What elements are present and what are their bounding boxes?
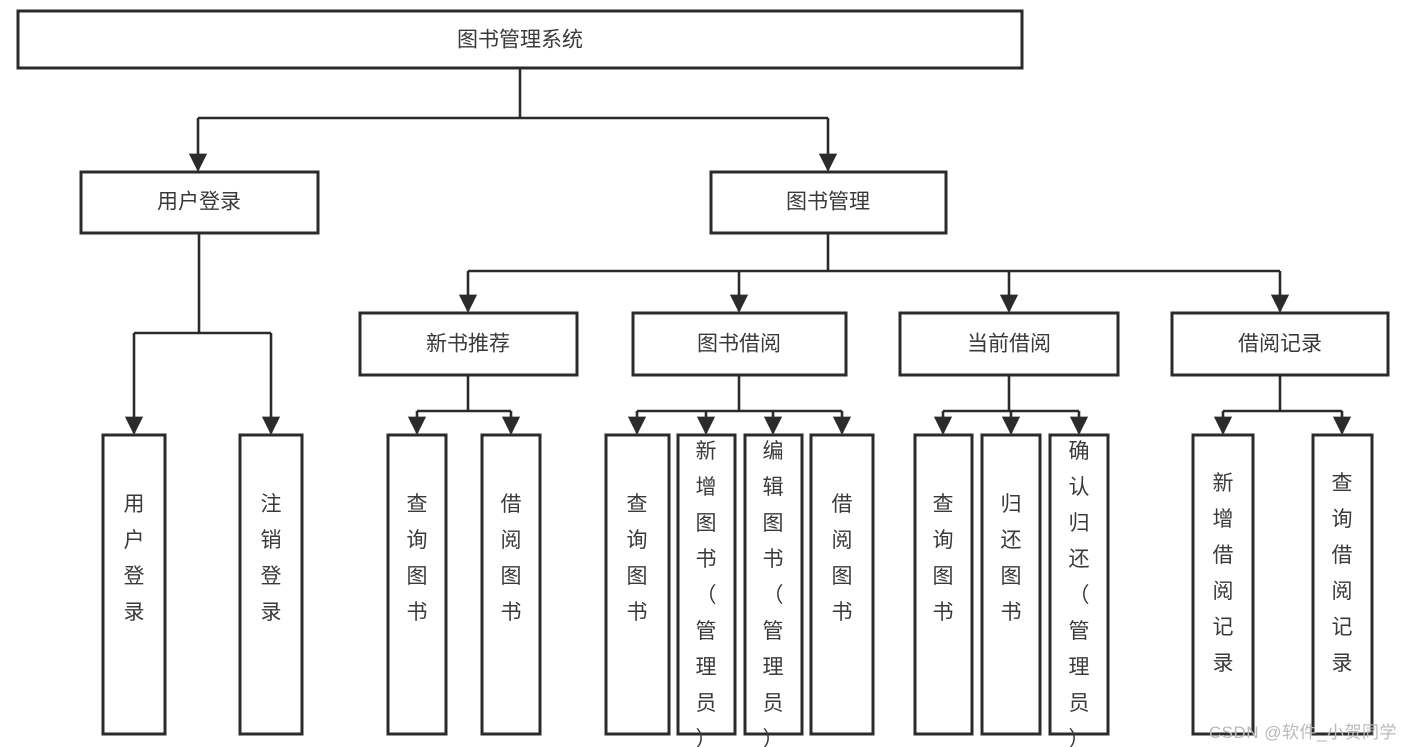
leaf-edit-book-admin-box[interactable] — [743, 433, 804, 736]
node-book-borrow[interactable]: 图书借阅 — [631, 311, 848, 377]
leaf-query-book-borrow[interactable]: 查询图书 — [604, 433, 671, 736]
leaf-query-book-new-box[interactable] — [386, 433, 448, 736]
node-user-login-box[interactable] — [79, 170, 320, 235]
leaf-query-book-borrow-box[interactable] — [604, 433, 671, 736]
node-root-box[interactable] — [16, 9, 1024, 70]
leaf-add-borrow-record[interactable]: 新增借阅记录 — [1191, 433, 1255, 736]
node-user-login[interactable]: 用户登录 — [79, 170, 320, 235]
leaf-query-book-new[interactable]: 查询图书 — [386, 433, 448, 736]
leaf-return-book-label: 归还图书 — [1001, 493, 1022, 624]
leaf-user-logout-label: 注销登录 — [261, 493, 282, 624]
leaf-query-borrow-record-label: 查询借阅记录 — [1332, 472, 1353, 675]
leaf-return-book-box[interactable] — [980, 433, 1042, 736]
leaf-query-book-current-box[interactable] — [913, 433, 974, 736]
leaf-borrow-book-new[interactable]: 借阅图书 — [480, 433, 542, 736]
leaf-user-logout[interactable]: 注销登录 — [238, 433, 304, 736]
leaf-query-borrow-record-box[interactable] — [1311, 433, 1374, 736]
leaf-borrow-book-new-label: 借阅图书 — [501, 493, 522, 624]
node-borrow-record[interactable]: 借阅记录 — [1170, 311, 1390, 377]
leaf-user-login-box[interactable] — [101, 433, 167, 736]
leaf-user-login-label: 用户登录 — [124, 493, 145, 624]
node-borrow-record-label: 借阅记录 — [1238, 333, 1322, 356]
leaf-return-book[interactable]: 归还图书 — [980, 433, 1042, 736]
node-root-label: 图书管理系统 — [457, 29, 583, 52]
node-book-manage[interactable]: 图书管理 — [709, 170, 948, 235]
leaf-add-borrow-record-box[interactable] — [1191, 433, 1255, 736]
node-layer: 图书管理系统 用户登录 图书管理 新书推荐 图书借阅 当前 — [16, 9, 1390, 747]
leaf-borrow-book-box[interactable] — [809, 433, 875, 736]
leaf-edit-book-admin[interactable]: 编辑图书（管理员） — [743, 433, 804, 747]
leaf-edit-book-admin-label: 编辑图书（管理员） — [763, 440, 784, 747]
leaf-add-borrow-record-label: 新增借阅记录 — [1213, 472, 1234, 675]
node-borrow-record-box[interactable] — [1170, 311, 1390, 377]
node-book-manage-box[interactable] — [709, 170, 948, 235]
leaf-query-borrow-record[interactable]: 查询借阅记录 — [1311, 433, 1374, 736]
node-root[interactable]: 图书管理系统 — [16, 9, 1024, 70]
node-book-manage-label: 图书管理 — [786, 191, 870, 214]
leaf-confirm-return-admin[interactable]: 确认归还（管理员） — [1048, 433, 1110, 747]
node-book-borrow-box[interactable] — [631, 311, 848, 377]
leaf-confirm-return-admin-label: 确认归还（管理员） — [1069, 440, 1090, 747]
leaf-user-login[interactable]: 用户登录 — [101, 433, 167, 736]
leaf-query-book-new-label: 查询图书 — [407, 493, 428, 624]
node-new-book-recommend-box[interactable] — [358, 311, 579, 377]
node-new-book-recommend-label: 新书推荐 — [426, 333, 510, 356]
leaf-query-book-current-label: 查询图书 — [933, 493, 954, 624]
leaf-query-book-current[interactable]: 查询图书 — [913, 433, 974, 736]
leaf-user-logout-box[interactable] — [238, 433, 304, 736]
node-current-borrow[interactable]: 当前借阅 — [898, 311, 1120, 377]
leaf-borrow-book[interactable]: 借阅图书 — [809, 433, 875, 736]
leaf-borrow-book-new-box[interactable] — [480, 433, 542, 736]
node-current-borrow-box[interactable] — [898, 311, 1120, 377]
node-book-borrow-label: 图书借阅 — [697, 333, 781, 356]
leaf-confirm-return-admin-box[interactable] — [1048, 433, 1110, 736]
leaf-add-book-admin-label: 新增图书（管理员） — [696, 440, 717, 747]
leaf-add-book-admin-box[interactable] — [676, 433, 737, 736]
node-current-borrow-label: 当前借阅 — [967, 333, 1051, 356]
leaf-query-book-borrow-label: 查询图书 — [627, 493, 648, 624]
node-new-book-recommend[interactable]: 新书推荐 — [358, 311, 579, 377]
connector-layer — [124, 68, 1352, 435]
node-user-login-label: 用户登录 — [157, 191, 241, 214]
leaf-add-book-admin[interactable]: 新增图书（管理员） — [676, 433, 737, 747]
leaf-borrow-book-label: 借阅图书 — [832, 493, 853, 624]
watermark-text: CSDN @软件_小贺同学 — [1208, 723, 1397, 742]
